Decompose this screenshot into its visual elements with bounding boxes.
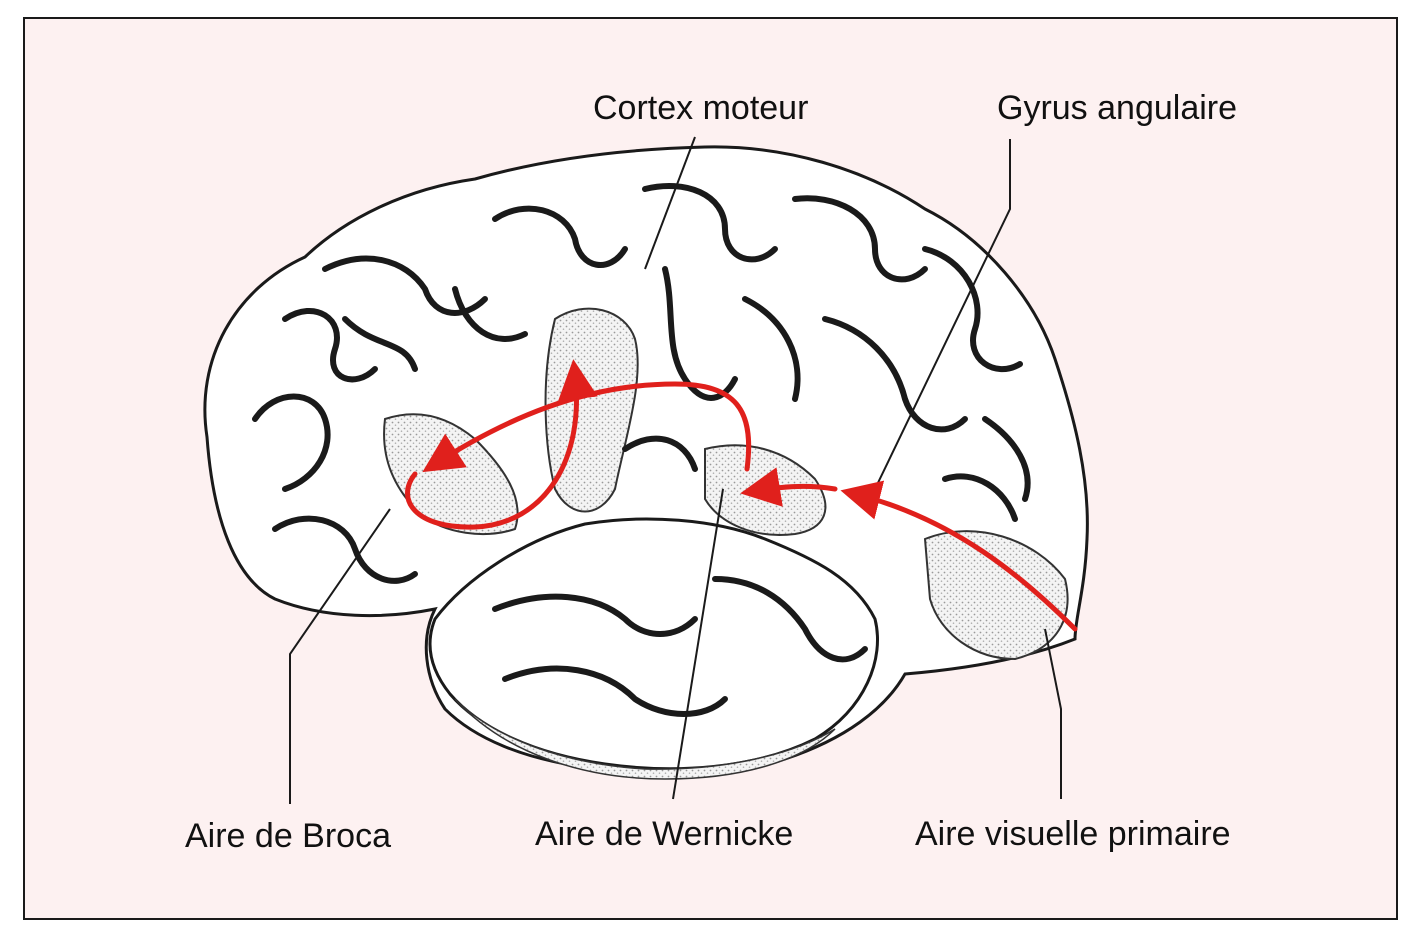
gyri-folds — [252, 182, 1031, 717]
frontal-shade — [383, 413, 519, 535]
leader-motor-cortex — [644, 136, 696, 270]
leader-visual — [1044, 628, 1062, 799]
pathway-broca-to-motor — [405, 359, 598, 530]
diagram-canvas — [203, 136, 1089, 804]
leader-broca — [289, 508, 391, 804]
leader-angular-gyrus — [874, 139, 1011, 490]
leader-lines — [289, 136, 1062, 804]
pathway-visual-to-angular — [840, 480, 1078, 632]
label-primary-visual-area: Aire visuelle primaire — [915, 815, 1231, 853]
label-broca-area: Aire de Broca — [185, 817, 391, 855]
occipital-shade — [923, 530, 1069, 661]
pathway-angular-to-wernicke — [740, 467, 838, 507]
language-pathway — [405, 359, 1078, 632]
temporal-underside — [454, 698, 836, 780]
brain-language-diagram: Cortex moteur Gyrus angulaire Aire de Br… — [23, 17, 1398, 920]
label-angular-gyrus: Gyrus angulaire — [997, 89, 1238, 127]
brain-illustration — [203, 145, 1089, 780]
label-wernicke-area: Aire de Wernicke — [535, 815, 794, 853]
label-motor-cortex: Cortex moteur — [593, 89, 809, 127]
leader-wernicke — [672, 488, 724, 800]
pathway-wernicke-to-broca — [422, 381, 752, 473]
